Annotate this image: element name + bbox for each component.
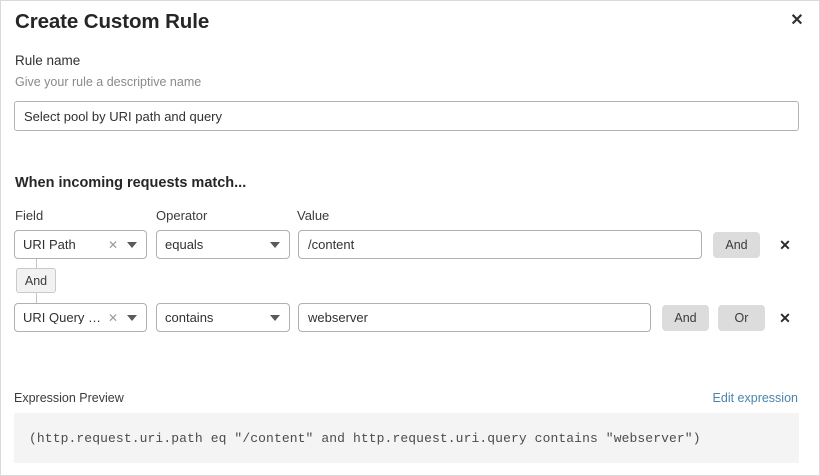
- field-select-row-2-label: URI Query St...: [23, 311, 104, 324]
- rule-name-help-text: Give your rule a descriptive name: [15, 75, 202, 89]
- chevron-down-icon: [270, 314, 280, 321]
- rule-name-input[interactable]: [14, 101, 799, 131]
- connector-line-top: [36, 259, 37, 268]
- column-header-operator: Operator: [156, 208, 208, 223]
- chevron-down-icon: [270, 241, 280, 248]
- operator-select-row-1[interactable]: equals: [156, 230, 290, 259]
- match-section-heading: When incoming requests match...: [15, 175, 247, 191]
- clear-icon[interactable]: ✕: [107, 237, 118, 252]
- expression-preview-label: Expression Preview: [14, 391, 124, 405]
- operator-select-row-2[interactable]: contains: [156, 303, 290, 332]
- field-select-row-1[interactable]: URI Path ✕: [14, 230, 147, 259]
- delete-row-2-button[interactable]: ✕: [774, 307, 796, 329]
- and-button-row-2[interactable]: And: [662, 305, 709, 331]
- clear-icon[interactable]: ✕: [107, 310, 118, 325]
- delete-row-1-button[interactable]: ✕: [774, 234, 796, 256]
- expression-preview-text: (http.request.uri.path eq "/content" and…: [29, 430, 701, 446]
- dialog-title: Create Custom Rule: [15, 10, 210, 33]
- rule-name-label: Rule name: [15, 53, 81, 68]
- column-header-field: Field: [15, 208, 44, 223]
- chevron-down-icon: [127, 241, 137, 248]
- value-input-row-2[interactable]: [298, 303, 651, 332]
- value-input-row-1[interactable]: [298, 230, 702, 259]
- field-select-row-1-label: URI Path: [23, 238, 76, 251]
- chevron-down-icon: [127, 314, 137, 321]
- field-select-row-2[interactable]: URI Query St... ✕: [14, 303, 147, 332]
- connector-line-bottom: [36, 293, 37, 303]
- operator-select-row-2-label: contains: [165, 311, 214, 324]
- column-header-value: Value: [297, 208, 330, 223]
- group-and-badge[interactable]: And: [16, 268, 56, 293]
- edit-expression-link[interactable]: Edit expression: [712, 391, 798, 405]
- close-icon[interactable]: ✕: [784, 8, 810, 34]
- and-button-row-1[interactable]: And: [713, 232, 760, 258]
- operator-select-row-1-label: equals: [165, 238, 204, 251]
- expression-preview-box: (http.request.uri.path eq "/content" and…: [14, 413, 799, 463]
- or-button-row-2[interactable]: Or: [718, 305, 765, 331]
